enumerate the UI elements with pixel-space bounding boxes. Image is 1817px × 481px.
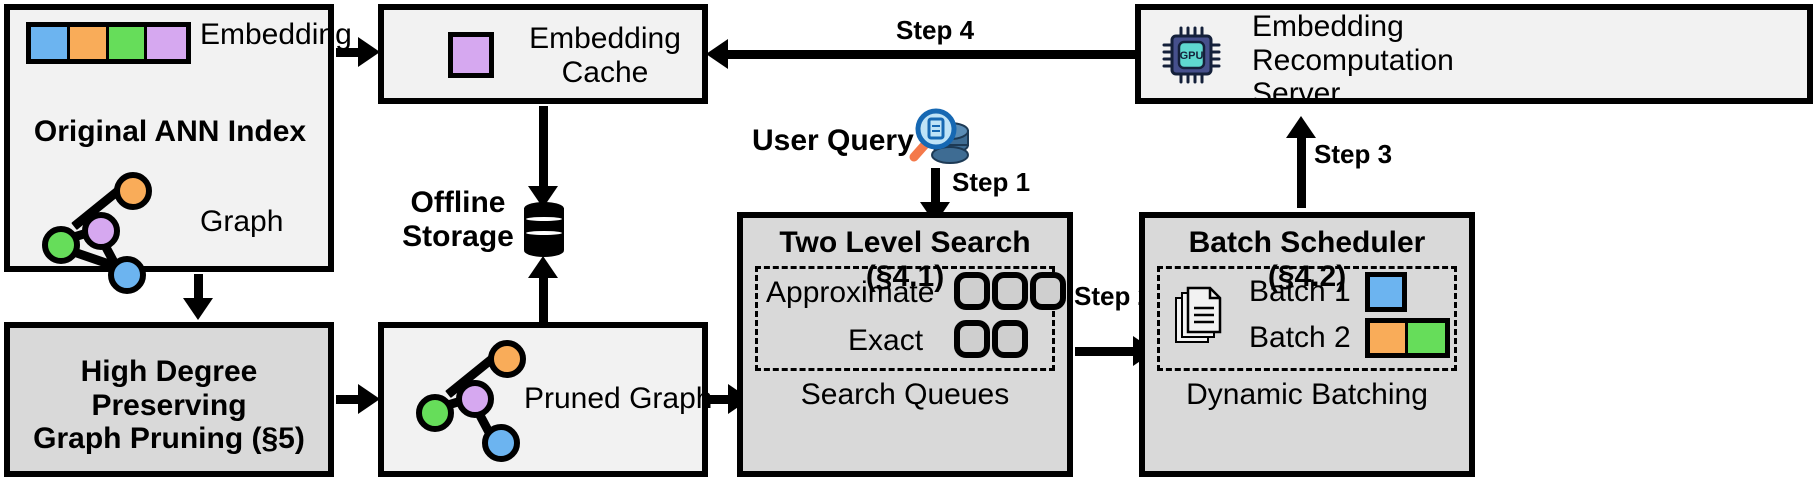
approximate-queue-slot[interactable] — [954, 272, 990, 310]
arrow-step1 — [931, 168, 940, 204]
arrow-head-index-to-cache — [358, 37, 380, 67]
embedding-chip-strip — [26, 22, 191, 64]
recomputation-server-label: Embedding Recomputation Server — [1252, 10, 1454, 111]
search-queues-caption: Search Queues — [800, 378, 1010, 411]
arrow-head-pruning-to-pruned — [358, 384, 380, 414]
batch-2-label: Batch 2 — [1249, 321, 1351, 354]
batch-2-chip-orange — [1370, 323, 1408, 353]
graph-node-blue — [482, 424, 520, 462]
arrow-cache-to-storage — [539, 106, 548, 188]
dynamic-batching-group — [1157, 266, 1457, 371]
search-queues-group — [755, 266, 1055, 371]
arrow-step3 — [1297, 132, 1306, 208]
query-magnifier-database-icon — [900, 105, 972, 171]
graph-node-green — [42, 226, 80, 264]
embedding-chip-orange — [69, 27, 109, 59]
exact-queue-slot[interactable] — [992, 320, 1028, 358]
arrow-pruned-to-search — [710, 395, 730, 404]
two-level-search-title: Two Level Search (§4.1) — [779, 226, 1031, 293]
step1-label: Step 1 — [952, 167, 1031, 197]
arrow-pruned-to-storage — [539, 272, 548, 322]
arrow-head-step4 — [706, 39, 728, 69]
user-query-label: User Query — [752, 124, 914, 157]
batch-2-chip-green — [1407, 323, 1445, 353]
step3-label: Step 3 — [1314, 139, 1393, 169]
step4-label: Step 4 — [896, 15, 975, 45]
gpu-icon-text: GPU — [1180, 50, 1204, 62]
batch-1-label: Batch 1 — [1249, 275, 1351, 308]
graph-pruning-box — [4, 322, 334, 477]
arrow-index-to-pruning — [194, 274, 203, 300]
batch-scheduler-title: Batch Scheduler (§4.2) — [1188, 226, 1426, 293]
embedding-chip-blue — [31, 27, 70, 59]
embedding-label: Embedding — [200, 18, 352, 51]
database-cylinder-icon — [524, 202, 564, 257]
arrow-head-index-to-pruning — [183, 298, 213, 320]
exact-row-label: Exact — [848, 324, 924, 357]
arrow-pruning-to-pruned — [336, 395, 360, 404]
arrow-step4 — [726, 50, 1138, 59]
dynamic-batching-caption: Dynamic Batching — [1186, 378, 1428, 411]
arrow-head-pruned-to-storage — [528, 256, 558, 278]
embedding-chip-purple — [147, 27, 186, 59]
pruned-graph-glyph — [412, 336, 532, 462]
recomputation-server-box — [1135, 4, 1813, 104]
embedding-cache-chip — [448, 32, 494, 78]
graph-node-orange — [488, 340, 526, 378]
embedding-chip-green — [108, 27, 148, 59]
documents-stack-icon — [1172, 286, 1228, 350]
graph-pruning-label: High Degree Preserving Graph Pruning (§5… — [33, 355, 305, 456]
approximate-row-label: Approximate — [766, 276, 935, 309]
approximate-queue-slot[interactable] — [1030, 272, 1066, 310]
graph-node-green — [416, 394, 454, 432]
original-ann-index-title: Original ANN Index — [33, 115, 307, 148]
graph-label: Graph — [200, 205, 284, 238]
embedding-cache-box — [378, 4, 708, 104]
batch-2-chip-strip — [1365, 318, 1450, 358]
offline-storage-label: Offline Storage — [402, 186, 514, 253]
graph-node-orange — [114, 172, 152, 210]
arrow-head-step3 — [1286, 116, 1316, 138]
approximate-queue-slot[interactable] — [992, 272, 1028, 310]
arrow-index-to-cache — [336, 48, 360, 57]
exact-queue-slot[interactable] — [954, 320, 990, 358]
graph-node-purple — [456, 380, 494, 418]
batch-1-chip-blue — [1365, 272, 1407, 312]
pruned-graph-label: Pruned Graph — [524, 382, 713, 415]
arrow-step2 — [1075, 347, 1137, 356]
graph-node-purple — [82, 212, 120, 250]
graph-node-blue — [108, 256, 146, 294]
gpu-chip-icon: GPU — [1162, 26, 1224, 84]
original-graph-glyph — [38, 168, 158, 294]
embedding-cache-label: Embedding Cache — [529, 22, 681, 89]
